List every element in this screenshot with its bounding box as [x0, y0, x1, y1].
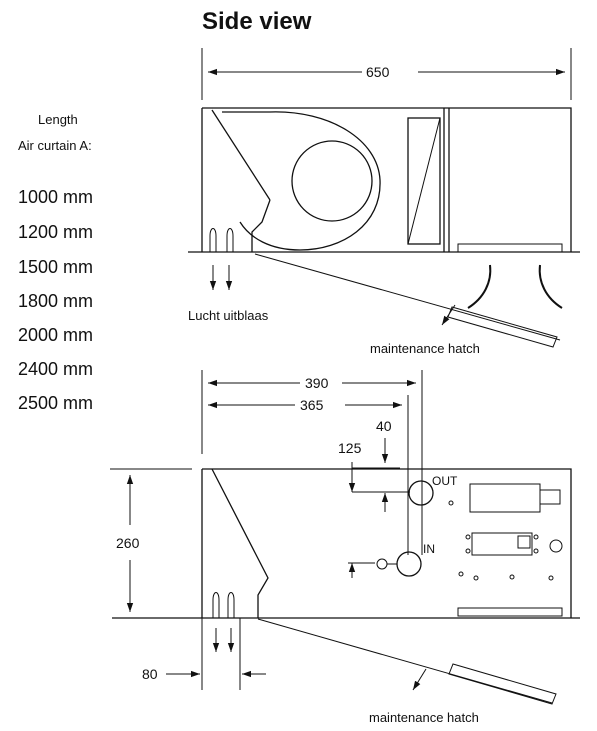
dimension-40: 40 — [376, 418, 392, 463]
page-title: Side view — [202, 8, 312, 35]
deflector — [211, 468, 269, 618]
bottom-view: 390 365 40 125 260 — [110, 370, 580, 725]
fan-scroll — [211, 109, 381, 252]
out-label: OUT — [432, 474, 458, 488]
control-box-1 — [469, 483, 561, 513]
dimension-365: 365 — [208, 395, 409, 555]
length-list: Length Air curtain A: 1000 mm 1200 mm 15… — [18, 112, 93, 413]
pipe-in: IN — [376, 542, 435, 577]
top-view: 650 Lucht uitblaas — [188, 48, 580, 356]
airflow-curve-right — [538, 264, 563, 309]
length-item: 1000 mm — [18, 187, 93, 207]
maintenance-hatch-bottom: maintenance hatch — [257, 618, 557, 725]
length-item: 2400 mm — [18, 359, 93, 379]
mounting-holes — [448, 500, 554, 581]
length-item: 2500 mm — [18, 393, 93, 413]
outlet-label: Lucht uitblaas — [188, 308, 269, 323]
dimension-80: 80 — [142, 618, 266, 690]
hatch-label-top: maintenance hatch — [370, 341, 480, 356]
dim-label-40: 40 — [376, 418, 392, 434]
dimension-260: 260 — [110, 468, 192, 612]
dim-label-365: 365 — [300, 397, 324, 413]
dimension-390: 390 — [201, 370, 423, 555]
length-header-line-2: Air curtain A: — [18, 138, 92, 153]
dim-label-650: 650 — [366, 64, 390, 80]
dim-label-390: 390 — [305, 375, 329, 391]
maintenance-hatch-top: maintenance hatch — [254, 253, 561, 356]
dim-label-260: 260 — [116, 535, 140, 551]
airflow-curve-left — [467, 264, 492, 309]
length-item: 1800 mm — [18, 291, 93, 311]
length-item: 2000 mm — [18, 325, 93, 345]
housing-outline — [201, 107, 572, 252]
dimension-125: 125 — [338, 440, 410, 578]
control-box-2 — [465, 532, 563, 556]
in-label: IN — [423, 542, 435, 556]
outlet-nozzles: Lucht uitblaas — [188, 228, 269, 323]
dim-label-80: 80 — [142, 666, 158, 682]
housing-outline-bottom — [201, 468, 572, 618]
heating-coil — [407, 117, 441, 245]
hatch-label-bottom: maintenance hatch — [369, 710, 479, 725]
dim-label-125: 125 — [338, 440, 362, 456]
intake-slot — [457, 243, 563, 253]
intake-slot-bottom — [457, 607, 563, 617]
outlet-nozzles-bottom — [212, 592, 235, 652]
pipe-out: OUT — [408, 474, 458, 506]
length-item: 1500 mm — [18, 257, 93, 277]
dimension-650: 650 — [201, 48, 572, 100]
length-item: 1200 mm — [18, 222, 93, 242]
length-header-line-1: Length — [38, 112, 78, 127]
